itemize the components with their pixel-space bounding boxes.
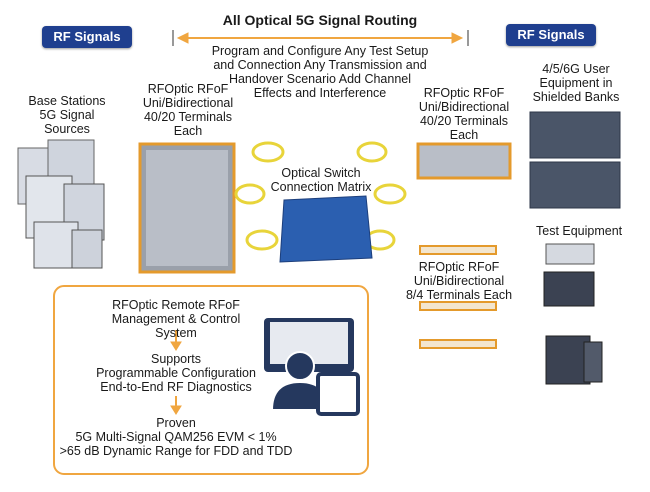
- base-stations-label: Base Stations 5G Signal Sources: [28, 94, 106, 136]
- page-title: All Optical 5G Signal Routing: [222, 12, 418, 28]
- rf-signals-badge-right: RF Signals: [506, 24, 596, 46]
- rfoptic-left-rack: [138, 142, 236, 274]
- rf-signals-badge-left: RF Signals: [42, 26, 132, 48]
- base-station-racks: [17, 139, 105, 269]
- rfoptic-left-label: RFOptic RFoF Uni/Bidirectional 40/20 Ter…: [142, 82, 234, 138]
- management-heading: RFOptic Remote RFoF Management & Control…: [111, 298, 241, 340]
- management-flow-arrows: [170, 330, 182, 415]
- test-equipment-label: Test Equipment: [536, 224, 623, 238]
- optical-switch-matrix: [279, 195, 373, 263]
- management-proven: Proven 5G Multi-Signal QAM256 EVM < 1% >…: [59, 416, 293, 458]
- user-equipment-label: 4/5/6G User Equipment in Shielded Banks: [532, 62, 620, 104]
- management-supports: Supports Programmable Configuration End-…: [96, 352, 256, 394]
- optical-switch-label: Optical Switch Connection Matrix: [270, 166, 372, 194]
- rfoptic-small-label: RFOptic RFoF Uni/Bidirectional 8/4 Termi…: [405, 260, 513, 302]
- rfoptic-right-label: RFOptic RFoF Uni/Bidirectional 40/20 Ter…: [418, 86, 510, 142]
- routing-double-arrow: [172, 30, 469, 46]
- routing-description: Program and Configure Any Test Setup and…: [211, 44, 429, 100]
- test-equipment: [543, 243, 603, 385]
- shielded-banks: [529, 111, 621, 209]
- rfoptic-right-rack: [416, 142, 512, 180]
- rfoptic-small-units: [419, 245, 497, 349]
- operator-workstation-icon: [264, 318, 360, 416]
